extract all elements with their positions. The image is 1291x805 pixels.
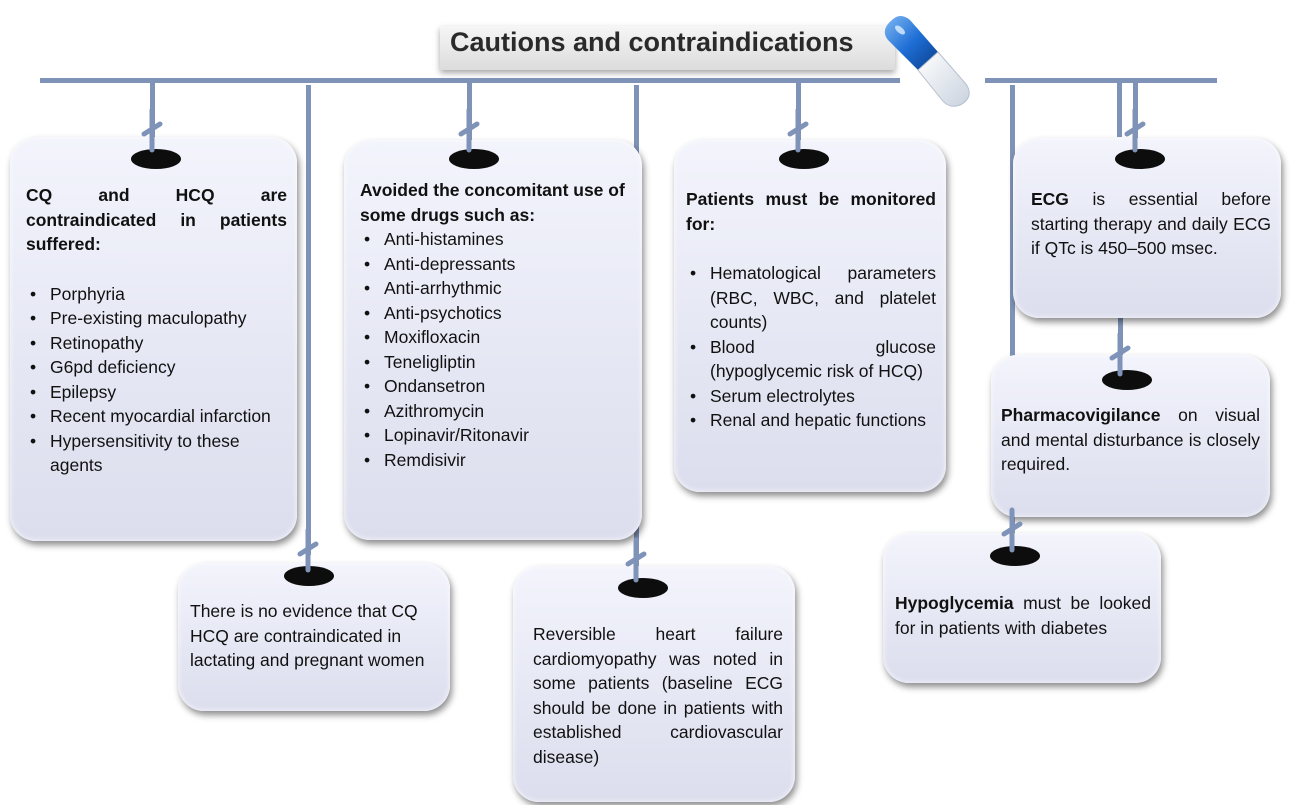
connector-dot xyxy=(779,149,829,169)
list-item: Remdisivir xyxy=(360,448,630,473)
hook-connector-icon xyxy=(1124,107,1146,153)
hook-connector-icon xyxy=(458,107,480,153)
hook-connector-icon xyxy=(625,537,647,583)
connector-line xyxy=(306,85,311,555)
list-item: Recent myocardial infarction xyxy=(26,404,287,429)
lactating-box: There is no evidence that CQ HCQ are con… xyxy=(178,563,450,711)
hook-connector-icon xyxy=(1109,331,1131,377)
contraindications-heading: CQ and HCQ are contraindicated in patien… xyxy=(26,185,287,254)
monitoring-heading: Patients must be monitored for: xyxy=(686,189,936,234)
list-item: Anti-depressants xyxy=(360,252,630,277)
heart-failure-box: Reversible heart failure cardiomyopathy … xyxy=(513,566,795,802)
list-item: Azithromycin xyxy=(360,399,630,424)
hypoglycemia-body: must be looked for in patients with diab… xyxy=(895,593,1151,638)
connector-dot xyxy=(618,578,668,598)
monitoring-list: Hematological parameters (RBC, WBC, and … xyxy=(686,261,936,433)
connector-dot xyxy=(449,149,499,169)
hook-connector-icon xyxy=(787,107,809,153)
page-title: Cautions and contraindications xyxy=(450,27,854,57)
title-banner xyxy=(440,26,895,70)
lactating-text: There is no evidence that CQ HCQ are con… xyxy=(190,601,425,670)
connector-line xyxy=(1010,85,1015,550)
list-item: Lopinavir/Ritonavir xyxy=(360,423,630,448)
list-item: Moxifloxacin xyxy=(360,325,630,350)
list-item: Hematological parameters (RBC, WBC, and … xyxy=(686,261,936,335)
capsule-pill-icon xyxy=(884,16,970,107)
pharmacovigilance-text: Pharmacovigilance on visual and mental d… xyxy=(1001,403,1260,477)
list-item: Pre-existing maculopathy xyxy=(26,306,287,331)
connector-dot xyxy=(131,149,181,169)
hypoglycemia-box: Hypoglycemia must be looked for in patie… xyxy=(883,533,1161,683)
concomitant-drugs-heading: Avoided the concomitant use of some drug… xyxy=(360,180,625,225)
hook-connector-icon xyxy=(297,527,319,573)
list-item: Ondansetron xyxy=(360,374,630,399)
concomitant-drugs-list: Anti-histamines Anti-depressants Anti-ar… xyxy=(360,227,630,472)
list-item: Anti-histamines xyxy=(360,227,630,252)
list-item: Epilepsy xyxy=(26,380,287,405)
list-item: Anti-psychotics xyxy=(360,301,630,326)
concomitant-drugs-box: Avoided the concomitant use of some drug… xyxy=(344,140,642,540)
list-item: G6pd deficiency xyxy=(26,355,287,380)
list-item: Serum electrolytes xyxy=(686,384,936,409)
contraindications-box: CQ and HCQ are contraindicated in patien… xyxy=(10,137,297,541)
ecg-text: ECG is essential before starting therapy… xyxy=(1031,187,1271,261)
connector-dot xyxy=(284,566,334,586)
pharmacovigilance-bold-label: Pharmacovigilance xyxy=(1001,405,1161,425)
list-item: Blood glucose (hypoglycemic risk of HCQ) xyxy=(686,335,936,384)
list-item: Renal and hepatic functions xyxy=(686,408,936,433)
hook-connector-icon xyxy=(141,107,163,153)
connector-dot xyxy=(1102,370,1152,390)
list-item: Teneligliptin xyxy=(360,350,630,375)
hypoglycemia-bold-label: Hypoglycemia xyxy=(895,593,1014,613)
connector-dot xyxy=(990,546,1040,566)
connector-dot xyxy=(1115,149,1165,169)
hypoglycemia-text: Hypoglycemia must be looked for in patie… xyxy=(895,591,1151,640)
ecg-body: is essential before starting therapy and… xyxy=(1031,189,1271,258)
ecg-bold-label: ECG xyxy=(1031,189,1069,209)
contraindications-list: Porphyria Pre-existing maculopathy Retin… xyxy=(26,282,287,478)
list-item: Retinopathy xyxy=(26,331,287,356)
main-connector-line-right xyxy=(985,78,1217,83)
ecg-box: ECG is essential before starting therapy… xyxy=(1013,138,1281,318)
pharmacovigilance-body: on visual and mental disturbance is clos… xyxy=(1001,405,1260,474)
list-item: Anti-arrhythmic xyxy=(360,276,630,301)
connector-line xyxy=(1117,82,1122,137)
list-item: Porphyria xyxy=(26,282,287,307)
list-item: Hypersensitivity to these agents xyxy=(26,429,287,478)
heart-failure-text: Reversible heart failure cardiomyopathy … xyxy=(533,624,783,767)
hook-connector-icon xyxy=(1001,507,1023,553)
monitoring-box: Patients must be monitored for: Hematolo… xyxy=(674,140,946,492)
